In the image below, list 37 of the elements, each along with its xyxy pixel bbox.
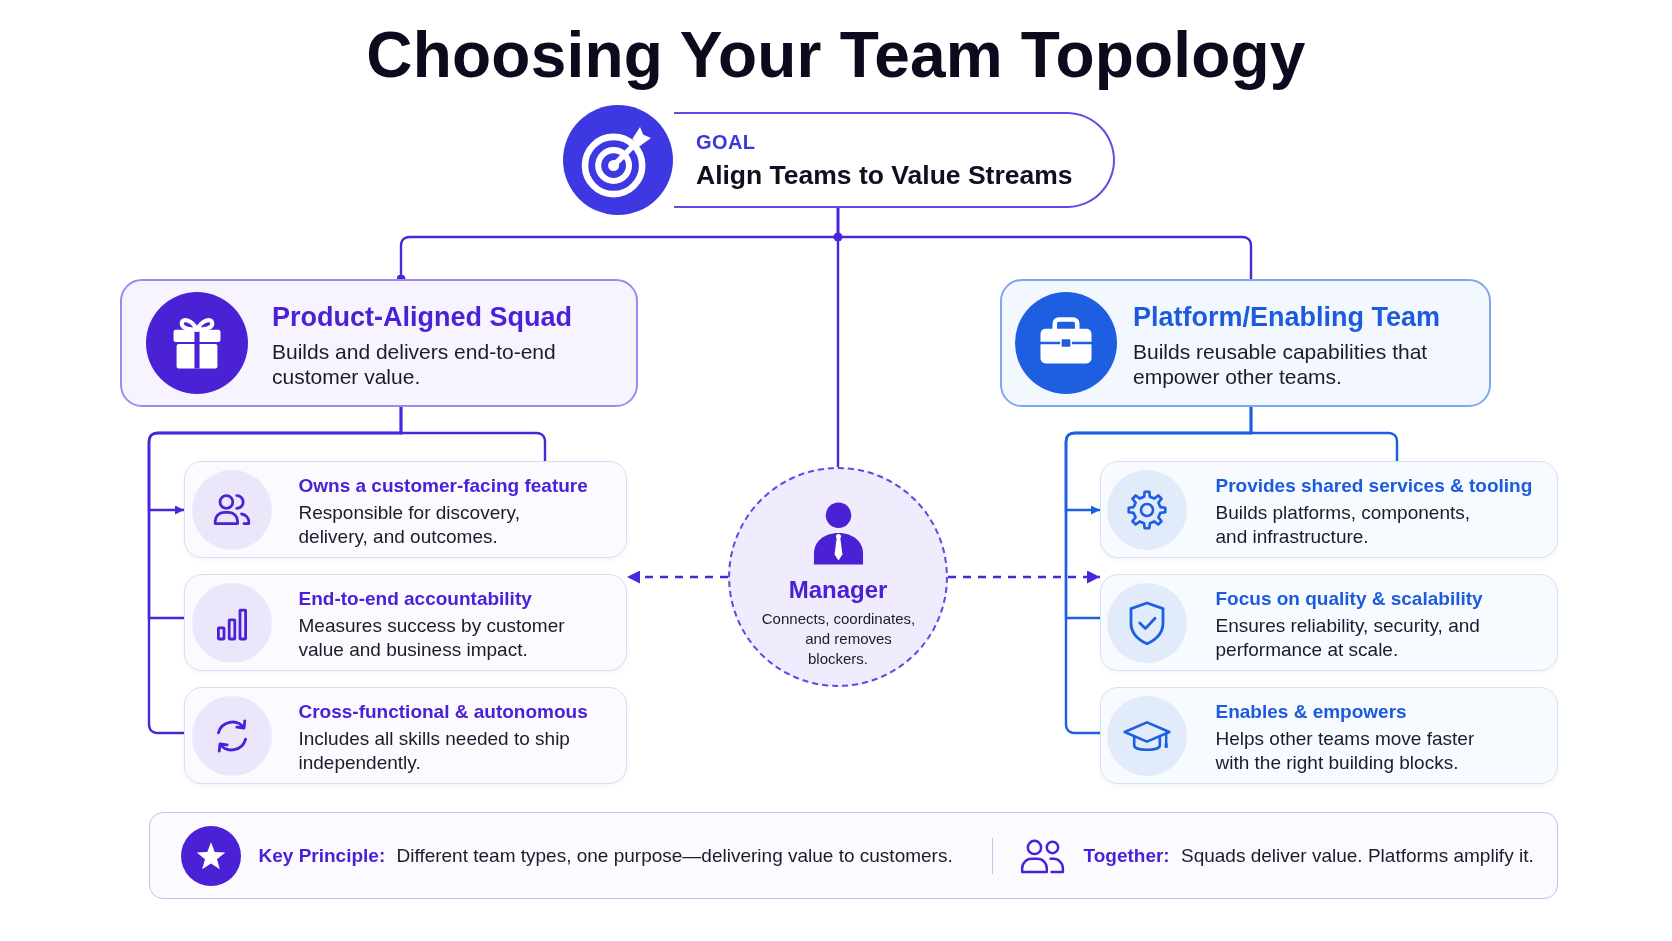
capability-card bbox=[1100, 574, 1558, 671]
capability-card bbox=[184, 687, 627, 784]
capability-description: Ensures reliability, security, and performance at scale. bbox=[1215, 613, 1481, 662]
card-description: Builds reusable capabilities that empower other teams. bbox=[1133, 339, 1429, 389]
goal-label: GOAL bbox=[696, 131, 756, 153]
manager-description: Connects, coordinates, and removes blockers. bbox=[760, 609, 917, 669]
principle-text: Together: Squads deliver value. Platforms amplify it. bbox=[1083, 843, 1534, 868]
capability-title: Enables & empowers bbox=[1215, 699, 1407, 724]
manager-title: Manager bbox=[788, 576, 888, 604]
capability-description: Builds platforms, components, and infrastructure. bbox=[1215, 500, 1471, 549]
card-description: Builds and delivers end-to-end customer value. bbox=[272, 339, 557, 389]
capability-description: Measures success by customer value and business impact. bbox=[298, 613, 566, 662]
capability-title: Provides shared services & tooling bbox=[1215, 473, 1533, 498]
capability-title: Owns a customer-facing feature bbox=[298, 473, 588, 498]
connector-line bbox=[147, 407, 403, 735]
capability-title: Focus on quality & scalability bbox=[1215, 586, 1483, 611]
dashed-arrow bbox=[948, 570, 1100, 584]
principle-banner bbox=[149, 812, 1558, 899]
title: Choosing Your Team Topology bbox=[366, 18, 1306, 93]
connector-line bbox=[836, 208, 1253, 279]
capability-description: Includes all skills needed to ship independently. bbox=[298, 726, 571, 775]
capability-title: End-to-end accountability bbox=[298, 586, 532, 611]
principle-text: Key Principle: Different team types, one purpose—delivering value to customers. bbox=[258, 843, 953, 868]
capability-card bbox=[1100, 461, 1558, 558]
card-title: Platform/Enabling Team bbox=[1133, 301, 1441, 333]
capability-title: Cross-functional & autonomous bbox=[298, 699, 588, 724]
capability-description: Helps other teams move faster with the right building blocks. bbox=[1215, 726, 1476, 775]
team-card bbox=[1000, 279, 1491, 407]
connector-line bbox=[1064, 407, 1253, 735]
capability-card bbox=[184, 461, 627, 558]
capability-card bbox=[1100, 687, 1558, 784]
dashed-arrow bbox=[627, 570, 728, 584]
team-card bbox=[120, 279, 638, 407]
goal-heading: Align Teams to Value Streams bbox=[696, 159, 1073, 191]
card-title: Product-Aligned Squad bbox=[272, 301, 572, 333]
capability-description: Responsible for discovery, delivery, and outcomes. bbox=[298, 500, 521, 549]
capability-card bbox=[184, 574, 627, 671]
